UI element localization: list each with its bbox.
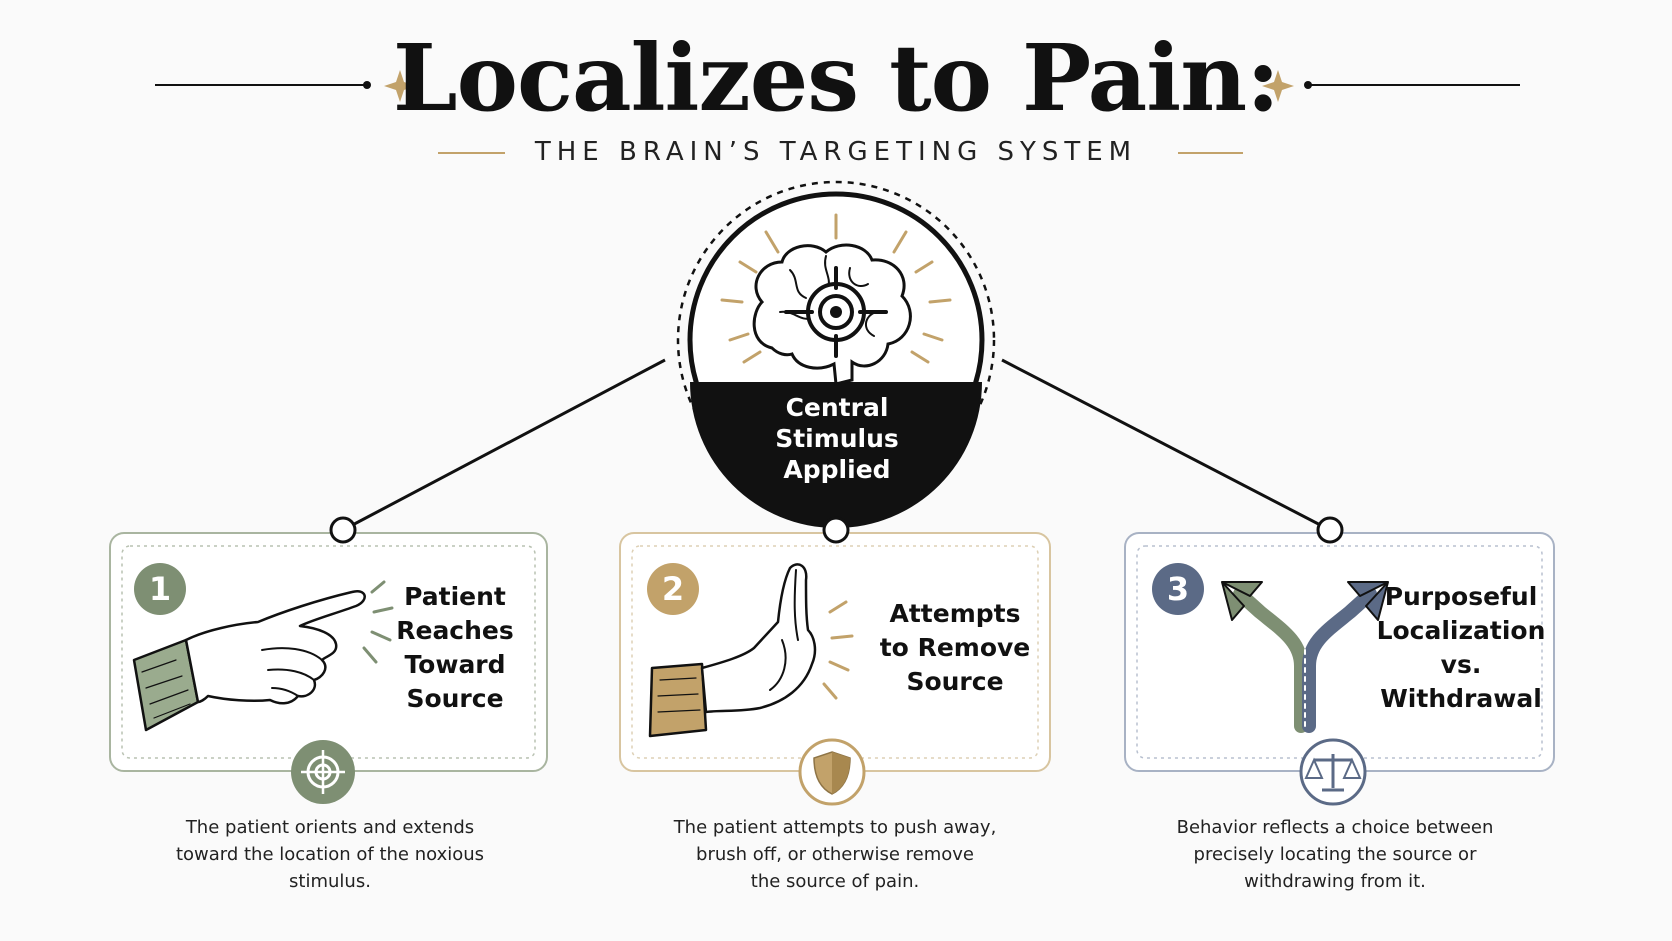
card-3-title: Purposeful Localization vs. Withdrawal [1368, 580, 1554, 716]
card-3-title-line: Purposeful [1384, 582, 1538, 611]
card-1-description-line: The patient orients and extends [185, 817, 475, 838]
card-1-description-line: toward the location of the noxious [175, 844, 485, 865]
card-3-title-line: vs. [1440, 650, 1482, 679]
central-hub-label-line: Stimulus [775, 424, 899, 453]
card-1-title-line: Reaches [396, 616, 514, 645]
split-arrows-icon [1221, 581, 1389, 733]
card-3-description: Behavior reflects a choice between preci… [1130, 814, 1540, 895]
card-1-title-line: Toward [404, 650, 506, 679]
central-hub-label: Central Stimulus Applied [737, 392, 937, 485]
card-1-description: The patient orients and extends toward t… [130, 814, 530, 895]
card-2-title-line: Attempts [889, 599, 1021, 628]
title-rule-left [155, 81, 371, 89]
balance-scale-icon [1299, 738, 1367, 806]
brain-target-icon [720, 213, 952, 386]
title-rule-right [1304, 81, 1520, 89]
pointing-hand-icon [132, 580, 394, 732]
card-2-description-line: the source of pain. [750, 871, 920, 892]
page-title: Localizes to Pain: [392, 24, 1280, 132]
card-2-description-line: brush off, or otherwise remove [696, 844, 974, 865]
card-3-connector-node [1316, 516, 1344, 544]
sparkle-icon-right [1262, 70, 1294, 102]
card-1-title-line: Source [406, 684, 504, 713]
page-subtitle: THE BRAIN’S TARGETING SYSTEM [534, 137, 1138, 167]
card-1-connector-node [329, 516, 357, 544]
card-2-title-line: to Remove [879, 633, 1031, 662]
card-2-title-line: Source [906, 667, 1004, 696]
card-2-description: The patient attempts to push away, brush… [630, 814, 1040, 895]
connector-line-right [1001, 358, 1331, 532]
card-2-connector-node [822, 516, 850, 544]
card-3-number-badge: 3 [1152, 563, 1204, 615]
card-3-title-line: Withdrawal [1380, 684, 1542, 713]
connector-line-left [342, 358, 666, 532]
open-hand-icon [648, 563, 854, 738]
card-3-description-line: precisely locating the source or [1193, 844, 1477, 865]
card-1-title: Patient Reaches Toward Source [380, 580, 530, 716]
shield-icon [798, 738, 866, 806]
card-3-title-line: Localization [1376, 616, 1546, 645]
card-3-description-line: Behavior reflects a choice between [1176, 817, 1494, 838]
card-2-title: Attempts to Remove Source [870, 597, 1040, 699]
central-hub-label-line: Applied [783, 455, 891, 484]
card-1-number-badge: 1 [134, 563, 186, 615]
card-2-description-line: The patient attempts to push away, [673, 817, 997, 838]
card-2-number-badge: 2 [647, 563, 699, 615]
central-hub-label-line: Central [785, 393, 889, 422]
card-1-description-line: stimulus. [289, 871, 371, 892]
crosshair-icon [291, 740, 355, 804]
card-3-description-line: withdrawing from it. [1244, 871, 1426, 892]
sparkle-icon-left [384, 70, 416, 102]
card-1-title-line: Patient [404, 582, 506, 611]
